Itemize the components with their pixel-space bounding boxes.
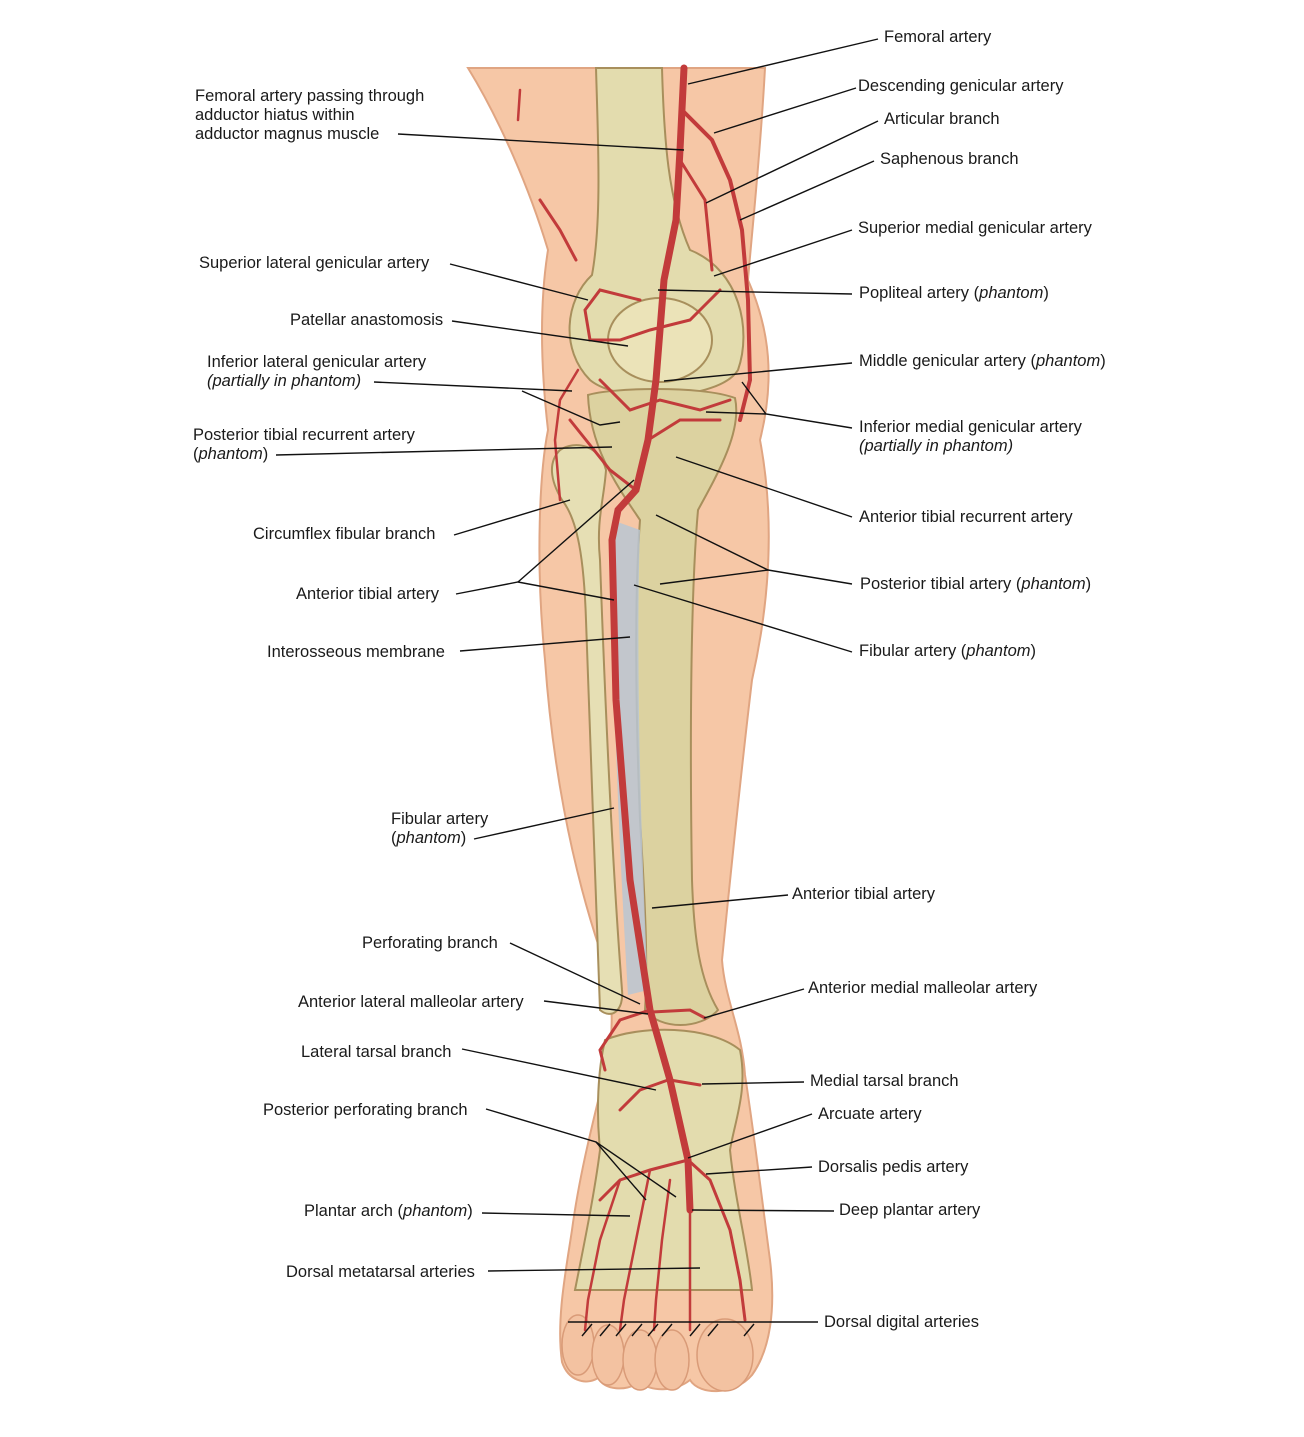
label-deep-plantar: Deep plantar artery bbox=[839, 1201, 981, 1219]
label-inferior-medial-genicular: Inferior medial genicular artery (partia… bbox=[859, 418, 1082, 455]
label-middle-genicular: Middle genicular artery (phantom) bbox=[859, 352, 1106, 370]
label-femoral-artery: Femoral artery bbox=[884, 28, 992, 46]
interosseous-membrane bbox=[612, 520, 648, 995]
label-posterior-perforating: Posterior perforating branch bbox=[263, 1101, 468, 1119]
label-lateral-tarsal: Lateral tarsal branch bbox=[301, 1043, 452, 1061]
label-patellar-anastomosis: Patellar anastomosis bbox=[290, 311, 444, 329]
label-anterior-medial-malleolar: Anterior medial malleolar artery bbox=[808, 979, 1038, 997]
label-dorsal-metatarsal: Dorsal metatarsal arteries bbox=[286, 1263, 475, 1281]
label-anterior-tibial-right: Anterior tibial artery bbox=[792, 885, 936, 903]
label-anterior-tibial-recurrent: Anterior tibial recurrent artery bbox=[859, 508, 1073, 526]
label-fibular-artery-left: Fibular artery (phantom) bbox=[391, 810, 489, 847]
label-posterior-tibial-recurrent: Posterior tibial recurrent artery (phant… bbox=[193, 426, 415, 463]
label-articular-branch: Articular branch bbox=[884, 110, 1000, 128]
label-posterior-tibial-artery: Posterior tibial artery (phantom) bbox=[860, 575, 1092, 593]
label-anterior-tibial-left: Anterior tibial artery bbox=[296, 585, 440, 603]
label-anterior-lateral-malleolar: Anterior lateral malleolar artery bbox=[298, 993, 524, 1011]
label-perforating-branch: Perforating branch bbox=[362, 934, 498, 952]
toes bbox=[561, 1314, 754, 1392]
label-medial-tarsal: Medial tarsal branch bbox=[810, 1072, 959, 1090]
label-dorsal-digital: Dorsal digital arteries bbox=[824, 1313, 979, 1331]
label-dorsalis-pedis: Dorsalis pedis artery bbox=[818, 1158, 969, 1176]
label-inferior-lateral-genicular: Inferior lateral genicular artery (parti… bbox=[207, 353, 427, 390]
label-saphenous-branch: Saphenous branch bbox=[880, 150, 1019, 168]
label-circumflex-fibular: Circumflex fibular branch bbox=[253, 525, 436, 543]
label-arcuate-artery: Arcuate artery bbox=[818, 1105, 922, 1123]
label-fibular-artery-right: Fibular artery (phantom) bbox=[859, 642, 1036, 660]
leader-lines bbox=[275, 38, 879, 1337]
label-femoral-adductor-hiatus: Femoral artery passing through adductor … bbox=[195, 87, 425, 143]
label-superior-medial-genicular: Superior medial genicular artery bbox=[858, 219, 1092, 237]
label-interosseous-membrane: Interosseous membrane bbox=[267, 643, 445, 661]
fibula-bone bbox=[551, 444, 624, 1015]
label-popliteal-artery: Popliteal artery (phantom) bbox=[859, 284, 1049, 302]
label-plantar-arch: Plantar arch (phantom) bbox=[304, 1202, 473, 1220]
artery-network bbox=[516, 64, 753, 1332]
label-descending-genicular: Descending genicular artery bbox=[858, 77, 1064, 95]
label-superior-lateral-genicular: Superior lateral genicular artery bbox=[199, 254, 430, 272]
